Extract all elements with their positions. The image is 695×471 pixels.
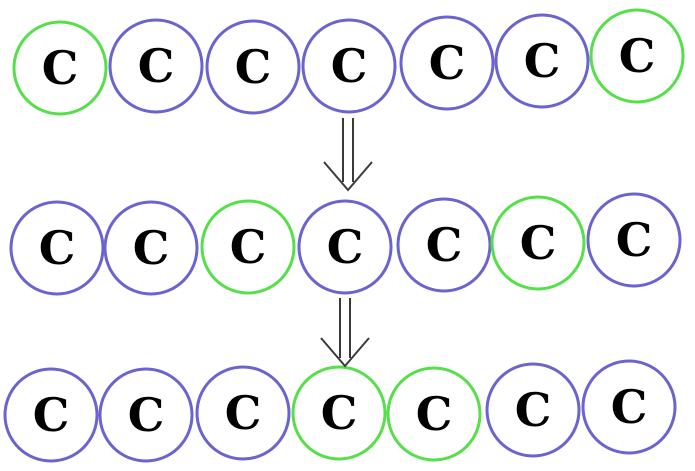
double-arrow-down-icon [323, 118, 373, 192]
carbon-atom: C [581, 359, 677, 455]
carbon-atom: C [589, 8, 685, 104]
carbon-atom: C [291, 365, 387, 461]
atom-label: C [39, 221, 76, 275]
atom-circle [12, 20, 108, 116]
double-arrow-down-icon [320, 298, 370, 368]
carbon-atom: C [9, 200, 105, 296]
atom-label: C [230, 220, 267, 274]
carbon-atom: C [200, 199, 296, 295]
atom-circle [586, 192, 682, 288]
atom-circle [396, 197, 492, 293]
atom-circle [301, 18, 397, 114]
atom-label: C [611, 380, 648, 434]
carbon-atom: C [586, 192, 682, 288]
atom-circle [9, 200, 105, 296]
atom-circle [581, 359, 677, 455]
atom-label: C [128, 388, 165, 442]
atom-circle [589, 8, 685, 104]
atom-label: C [33, 388, 70, 442]
atom-label: C [327, 220, 364, 274]
atom-circle [3, 367, 99, 463]
atom-label: C [321, 386, 358, 440]
carbon-atom: C [396, 197, 492, 293]
atom-circle [297, 199, 393, 295]
atom-circle [200, 199, 296, 295]
atom-label: C [133, 221, 170, 275]
atom-label: C [619, 29, 656, 83]
transition-arrows [320, 118, 373, 368]
atom-circle [291, 365, 387, 461]
atom-circle [485, 362, 581, 458]
carbon-atom: C [3, 367, 99, 463]
atom-circle [494, 13, 590, 109]
carbon-atom: C [301, 18, 397, 114]
atom-label: C [138, 39, 175, 93]
atom-label: C [524, 34, 561, 88]
atom-label: C [429, 36, 466, 90]
carbon-atom: C [485, 362, 581, 458]
carbon-atom: C [297, 199, 393, 295]
carbon-atom: C [195, 365, 291, 461]
atom-circle [108, 18, 204, 114]
atom-circle [490, 195, 586, 291]
carbon-atom: C [12, 20, 108, 116]
atom-label: C [515, 383, 552, 437]
atom-circle [98, 367, 194, 463]
carbon-atom: C [494, 13, 590, 109]
atom-circle [103, 200, 199, 296]
carbon-atom: C [98, 367, 194, 463]
carbon-atom: C [205, 19, 301, 115]
atom-circle [195, 365, 291, 461]
carbon-atom: C [386, 366, 482, 462]
carbon-atom: C [399, 15, 495, 111]
carbon-atom: C [103, 200, 199, 296]
atom-circle [205, 19, 301, 115]
atom-rows: C C C C C C C C C C C C C C C C C C C C C [3, 8, 685, 463]
atom-circle [399, 15, 495, 111]
atom-circle [386, 366, 482, 462]
atom-label: C [225, 386, 262, 440]
carbon-atom: C [490, 195, 586, 291]
atom-label: C [416, 387, 453, 441]
atom-label: C [331, 39, 368, 93]
atom-label: C [520, 216, 557, 270]
atom-label: C [235, 40, 272, 94]
carbon-atom: C [108, 18, 204, 114]
atom-label: C [42, 41, 79, 95]
atom-label: C [616, 213, 653, 267]
atom-label: C [426, 218, 463, 272]
